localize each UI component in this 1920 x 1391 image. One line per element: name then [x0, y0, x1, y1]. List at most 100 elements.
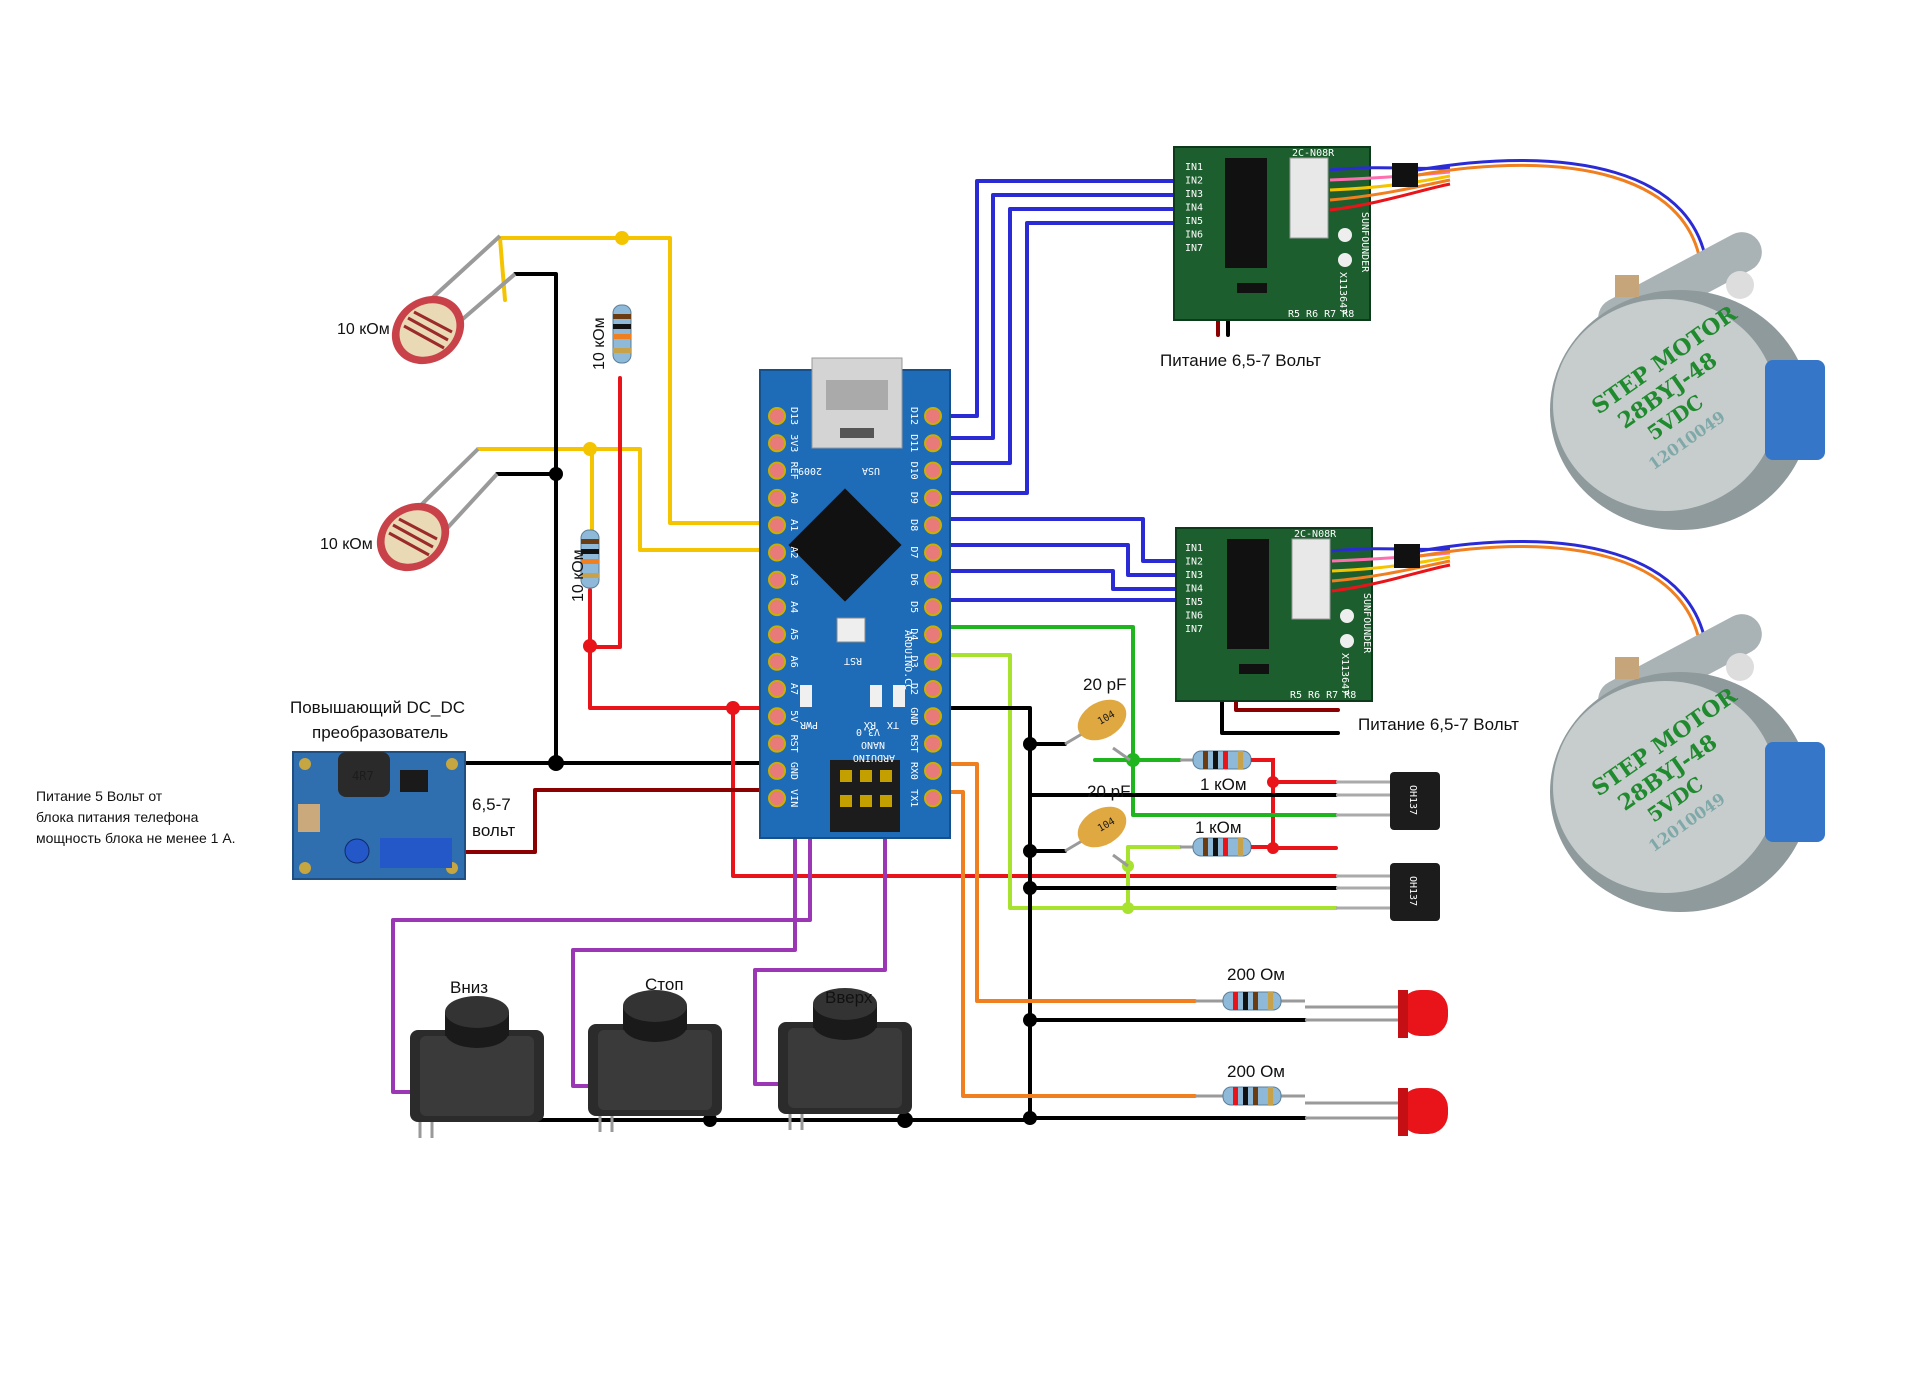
pin-label-a2: A2 — [788, 546, 799, 558]
pin-label-a4: A4 — [788, 601, 799, 613]
pin-pad-d11 — [924, 434, 942, 453]
driver-input-in6: IN6 — [1185, 230, 1203, 241]
button-stop[interactable] — [588, 990, 722, 1132]
pin-label-ref: REF — [788, 462, 799, 480]
pin-label-d9: D9 — [908, 492, 919, 504]
resistor-200-bottom — [1195, 1086, 1305, 1106]
junction — [549, 467, 563, 481]
arduino-led-pwr: PWR — [799, 719, 818, 730]
wire-black-gnd-vertical — [513, 272, 558, 765]
resistor-1k-bottom — [1180, 837, 1260, 857]
wire-yellow-ldr2-lead — [476, 447, 594, 548]
driver-input-in5: IN5 — [1185, 216, 1203, 227]
dcdc-converter — [292, 751, 466, 880]
pin-label-5v: 5V — [788, 710, 799, 722]
power-note-2: блока питания телефона — [36, 809, 199, 825]
pin-pad-a1 — [768, 516, 786, 535]
dcdc-output-label-2: вольт — [472, 821, 515, 840]
button-down[interactable] — [410, 996, 544, 1138]
pin-pad-d5 — [924, 598, 942, 617]
labels: 10 кОм 10 кОм 10 кОм 10 кОм Повышающий D… — [36, 317, 1519, 1081]
pin-pad-a4 — [768, 598, 786, 617]
stepper-motor-bottom — [1550, 614, 1825, 912]
trimmer-potentiometer[interactable] — [344, 838, 370, 864]
pin-label-d8: D8 — [908, 519, 919, 531]
junction — [1023, 881, 1037, 895]
pin-pad-d10 — [924, 461, 942, 480]
pin-pad-d8 — [924, 516, 942, 535]
pin-label-rst: RST — [908, 735, 919, 753]
inductor — [338, 752, 390, 797]
arduino-model-1: ARDUINO — [853, 752, 895, 763]
driver-top-side: X113647 — [1337, 272, 1348, 314]
driver-input-in6: IN6 — [1185, 611, 1203, 622]
driver-top-power-label: Питание 6,5-7 Вольт — [1160, 351, 1321, 370]
wire-blue-d6 — [931, 569, 1178, 591]
pin-pad-d12 — [924, 407, 942, 425]
resistor-top-label: 10 кОм — [591, 317, 608, 370]
pin-label-d4: D4 — [908, 628, 919, 640]
pin-label-a3: A3 — [788, 574, 799, 586]
button-up-label: Вверх — [825, 988, 873, 1007]
wire-red-res1 — [1251, 758, 1275, 782]
dcdc-inductor-label: 4R7 — [352, 769, 374, 783]
resistor-bottom-10k — [580, 529, 600, 589]
pin-pad-a2 — [768, 543, 786, 562]
wire-black-caps — [1028, 742, 1067, 853]
reset-button[interactable] — [836, 617, 866, 643]
resistor-bottom-label: 10 кОм — [570, 549, 587, 602]
pin-pad-3v3 — [768, 434, 786, 453]
arduino-nano — [759, 357, 951, 839]
pin-label-gnd: GND — [788, 762, 799, 780]
pin-label-d12: D12 — [908, 407, 919, 425]
driver-input-in4: IN4 — [1185, 203, 1203, 214]
wire-darkred-vin — [454, 788, 779, 854]
driver-input-in1: IN1 — [1185, 543, 1203, 554]
driver-input-in2: IN2 — [1185, 176, 1203, 187]
photoresistor-bottom — [376, 447, 499, 572]
driver-input-in3: IN3 — [1185, 189, 1203, 200]
cap-bottom-label: 20 pF — [1087, 782, 1130, 801]
pin-label-d6: D6 — [908, 574, 919, 586]
pin-pad-gnd — [924, 707, 942, 726]
wire-blue-d7 — [931, 543, 1178, 577]
dcdc-output-label: 6,5-7 — [472, 795, 511, 814]
hall-sensor-bottom — [1336, 863, 1440, 921]
pin-pad-5v — [768, 707, 786, 726]
pin-label-d2: D2 — [908, 683, 919, 695]
pin-label-a1: A1 — [788, 519, 799, 531]
pin-label-tx1: TX1 — [908, 789, 919, 807]
junction — [548, 755, 564, 771]
wire-black-leds — [1028, 1018, 1307, 1120]
res-1k-bottom-label: 1 кОм — [1195, 818, 1242, 837]
stepper-driver-bottom — [1175, 527, 1373, 702]
pin-pad-vin — [768, 789, 786, 808]
pin-pad-tx1 — [924, 789, 942, 808]
wire-green-d4 — [931, 625, 1338, 817]
pin-pad-d3 — [924, 652, 942, 671]
pin-pad-d9 — [924, 488, 942, 507]
pin-pad-a7 — [768, 680, 786, 698]
pin-pad-gnd — [768, 761, 786, 780]
pin-pad-rx0 — [924, 761, 942, 780]
driver-bottom-brand: SUNFOUNDER — [1361, 593, 1372, 654]
junction — [726, 701, 740, 715]
wire-orange-rx — [931, 762, 1197, 1003]
pin-pad-a6 — [768, 652, 786, 671]
hall-sensor-top — [1336, 772, 1440, 830]
button-up[interactable] — [778, 988, 912, 1130]
pin-pad-d7 — [924, 543, 942, 562]
pin-label-rx0: RX0 — [908, 762, 919, 780]
arduino-rst-label: RST — [844, 655, 862, 666]
wires — [391, 179, 1340, 1122]
motor-connector — [1291, 538, 1331, 620]
resistor-1k-top — [1180, 750, 1260, 770]
driver-top-brand: SUNFOUNDER — [1359, 212, 1370, 273]
dcdc-title-2: преобразователь — [312, 723, 448, 742]
pin-pad-a5 — [768, 625, 786, 644]
capacitor-top — [1064, 699, 1131, 762]
wire-yellow-ldr1-lead — [498, 236, 507, 302]
